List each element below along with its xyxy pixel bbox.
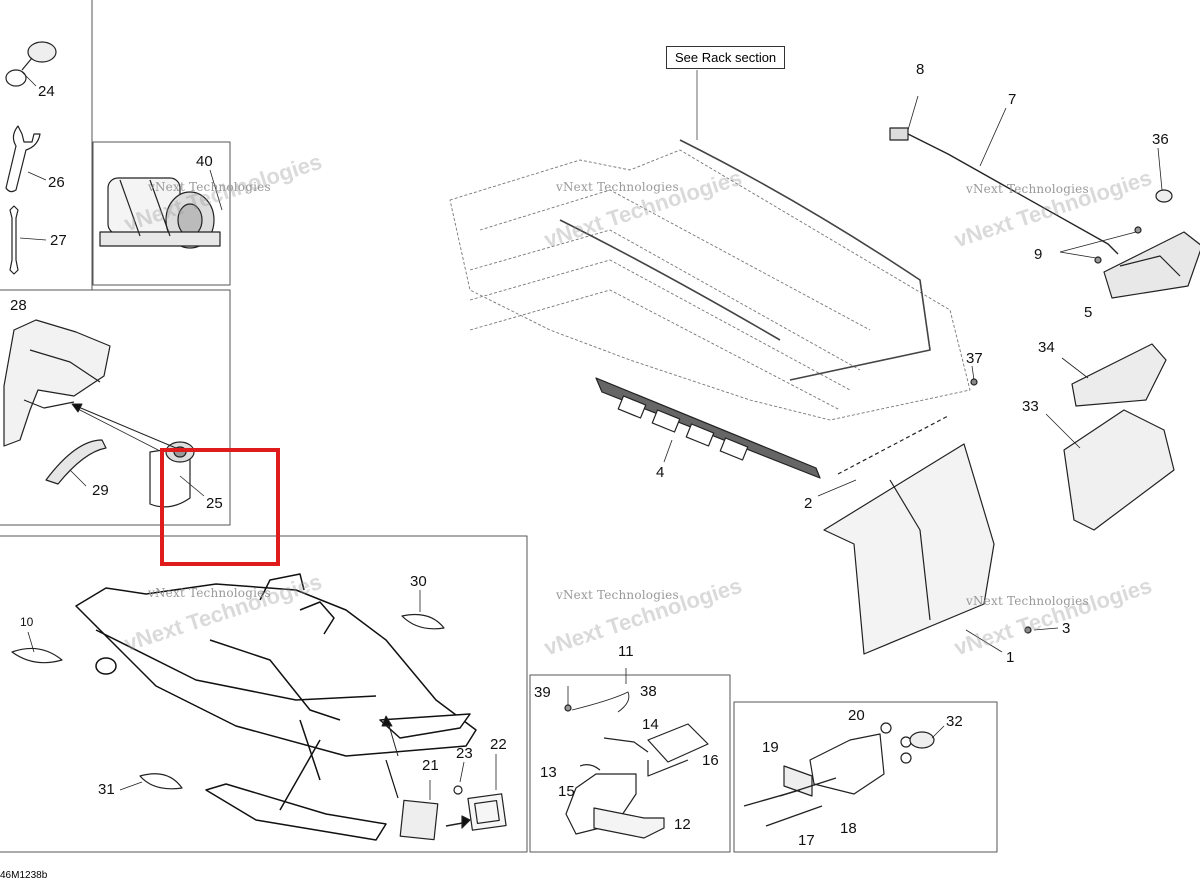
callout-22: 22	[490, 736, 507, 753]
assembly-arrows	[71, 403, 399, 757]
callout-26: 26	[48, 174, 65, 191]
plate-parts	[399, 754, 507, 841]
callout-34: 34	[1038, 339, 1055, 356]
callout-8: 8	[916, 61, 925, 78]
callout-31: 31	[98, 781, 115, 798]
callout-21: 21	[422, 757, 439, 774]
callout-37: 37	[966, 350, 983, 367]
diagram-code: 46M1238b	[0, 870, 48, 881]
callout-14: 14	[642, 716, 659, 733]
callout-7: 7	[1008, 91, 1017, 108]
watermark-label: vNext Technologies	[148, 180, 271, 194]
callout-11: 11	[618, 643, 634, 660]
callout-17: 17	[798, 832, 815, 849]
callout-30: 30	[410, 573, 427, 590]
callout-24: 24	[38, 83, 55, 100]
callout-20: 20	[848, 707, 865, 724]
callout-28: 28	[10, 297, 27, 314]
watermark-label: vNext Technologies	[556, 588, 679, 602]
callout-25: 25	[206, 495, 223, 512]
callout-5: 5	[1084, 304, 1093, 321]
callout-29: 29	[92, 482, 109, 499]
side-panel-part	[595, 377, 821, 479]
callout-39: 39	[534, 684, 551, 701]
callout-33: 33	[1022, 398, 1039, 415]
rack-assembly	[449, 149, 971, 421]
bracket-hardware-parts	[743, 722, 945, 827]
small-fasteners	[970, 365, 1059, 634]
snowmobile-body	[75, 573, 477, 841]
strap-part	[45, 439, 107, 487]
highlight-box	[160, 448, 280, 566]
callout-38: 38	[640, 683, 657, 700]
cover-bracket-part	[3, 319, 163, 453]
callout-19: 19	[762, 739, 779, 756]
callout-36: 36	[1152, 131, 1169, 148]
callout-9: 9	[1034, 246, 1043, 263]
callout-32: 32	[946, 713, 963, 730]
callout-3: 3	[1062, 620, 1071, 637]
rack-section-reference: See Rack section	[666, 46, 786, 69]
callout-40: 40	[196, 153, 213, 170]
strip-part	[817, 415, 949, 497]
spanner-wrench-part	[5, 125, 47, 193]
callout-12: 12	[674, 816, 691, 833]
wire-harness-part	[889, 95, 1119, 255]
callout-23: 23	[456, 745, 473, 762]
watermark-label: vNext Technologies	[556, 180, 679, 194]
panel-frames	[0, 0, 998, 853]
callout-18: 18	[840, 820, 857, 837]
callout-15: 15	[558, 783, 575, 800]
callout-16: 16	[702, 752, 719, 769]
callout-4: 4	[656, 464, 665, 481]
rear-bracket-parts	[1045, 343, 1175, 531]
tail-light-part	[1059, 147, 1200, 299]
hitch-parts	[564, 668, 709, 839]
callout-2: 2	[804, 495, 813, 512]
callout-27: 27	[50, 232, 67, 249]
suction-cup-part	[5, 41, 57, 87]
callout-13: 13	[540, 764, 557, 781]
watermark-label: vNext Technologies	[966, 594, 1089, 608]
rack-rail	[559, 70, 931, 381]
winch-part	[99, 169, 223, 249]
mud-flap-part	[823, 443, 1003, 655]
reflector-parts	[11, 590, 445, 791]
watermark-label: vNext Technologies	[966, 182, 1089, 196]
watermark-label: vNext Technologies	[148, 586, 271, 600]
open-wrench-part	[9, 205, 47, 275]
callout-1: 1	[1006, 649, 1015, 666]
callout-10: 10	[20, 615, 34, 629]
